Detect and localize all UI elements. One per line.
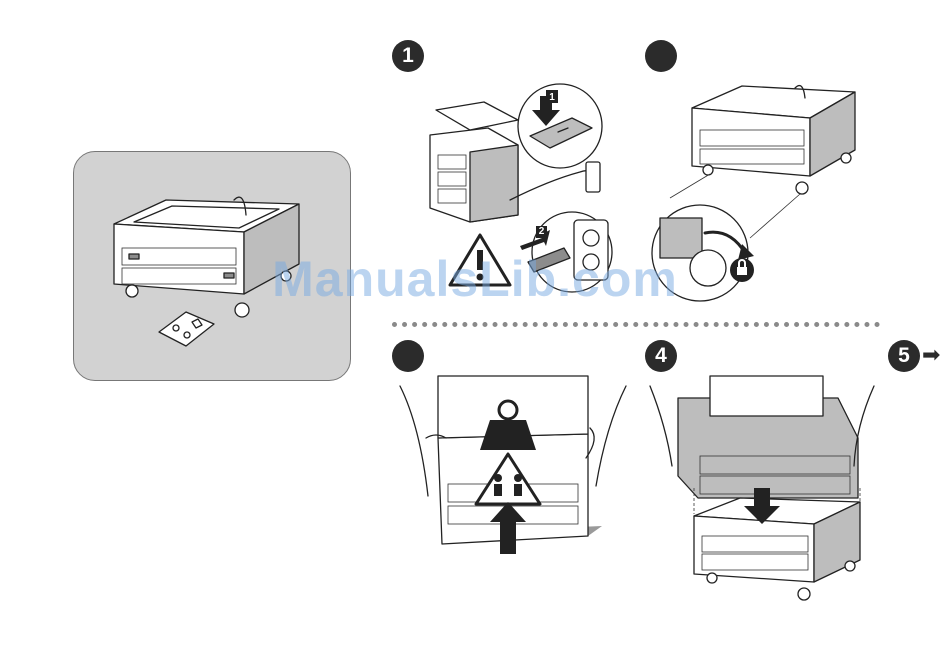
step-1-badge: 1	[392, 40, 424, 72]
step-5-badge: 5	[888, 340, 920, 372]
section-divider	[392, 322, 880, 327]
step-4-place-printer-illustration	[648, 376, 876, 602]
switch-label-1: 1	[546, 91, 558, 104]
step-4-badge: 4	[645, 340, 677, 372]
watermark-text: ManualsLib.com	[230, 250, 720, 308]
switch-label-2: 2	[536, 226, 547, 238]
step-3-badge	[392, 340, 424, 372]
step-3-lift-printer-illustration	[398, 376, 628, 562]
step-2-badge	[645, 40, 677, 72]
next-arrow-icon: ➡	[922, 342, 940, 370]
next-step-indicator: 5 ➡	[888, 340, 950, 372]
